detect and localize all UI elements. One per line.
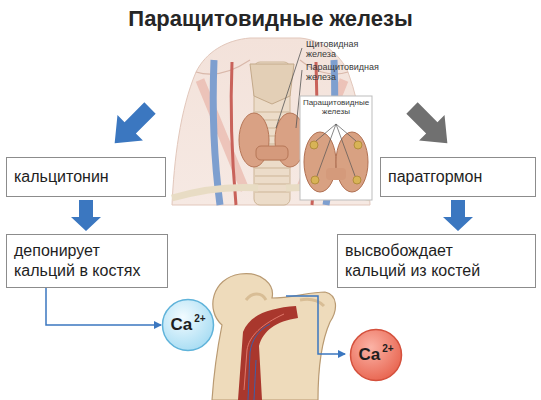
part-label: Щитовидная железа bbox=[306, 40, 378, 60]
block-arrow bbox=[71, 200, 101, 231]
thyroid bbox=[239, 113, 305, 167]
box-text: кальцитонин bbox=[14, 167, 109, 187]
ion-charge: 2+ bbox=[382, 343, 393, 354]
inset-frame bbox=[300, 96, 372, 200]
box-label: высвобождает кальций из костей bbox=[345, 241, 485, 280]
part-label: Паращитовидная железа bbox=[306, 63, 380, 83]
diagram-title: Паращитовидные железы bbox=[0, 6, 541, 32]
leader-line bbox=[276, 48, 302, 128]
thyroid-back bbox=[304, 132, 336, 192]
hormone-box: высвобождает кальций из костей bbox=[337, 234, 536, 288]
block-arrow bbox=[399, 95, 460, 156]
hormone-box: депонирует кальций в костях bbox=[6, 234, 168, 288]
part-label: Паращитовидные железы bbox=[301, 99, 371, 117]
hormone-box: кальцитонин bbox=[6, 157, 166, 197]
carotid-artery bbox=[231, 62, 236, 205]
circle-outline bbox=[163, 300, 214, 351]
bone-marrow bbox=[238, 306, 298, 400]
calcium-circle: Ca2+ bbox=[161, 298, 215, 352]
box-label: кальцитонин bbox=[14, 167, 109, 187]
blood-vessel bbox=[248, 324, 270, 400]
thyroid-back bbox=[336, 132, 368, 192]
box-text: высвобождает кальций из костей bbox=[345, 241, 485, 280]
ion-charge: 2+ bbox=[194, 313, 205, 324]
bone bbox=[212, 274, 335, 400]
block-arrow bbox=[443, 200, 473, 231]
box-label: паратгормон bbox=[388, 167, 482, 187]
blood-vessel bbox=[244, 314, 284, 390]
larynx bbox=[250, 64, 294, 104]
thyroid-isthmus bbox=[326, 168, 346, 180]
calcium-circle: Ca2+ bbox=[349, 328, 403, 382]
box-label: депонирует кальций в костях bbox=[14, 241, 144, 280]
ion-symbol: Ca bbox=[358, 345, 380, 365]
leader-line bbox=[316, 124, 356, 176]
inset-illustration bbox=[300, 96, 372, 200]
parathyroid-glands bbox=[310, 141, 362, 184]
femur-illustration bbox=[212, 274, 345, 400]
ion-symbol: Ca bbox=[170, 315, 192, 335]
jugular-vein bbox=[213, 60, 220, 205]
connector-line bbox=[46, 288, 161, 325]
block-arrow bbox=[102, 95, 163, 156]
hormone-box: паратгормон bbox=[380, 157, 536, 197]
release-line bbox=[286, 296, 345, 354]
box-text: паратгормон bbox=[388, 167, 482, 187]
box-text: депонирует кальций в костях bbox=[14, 241, 144, 280]
circle-outline bbox=[351, 330, 402, 381]
